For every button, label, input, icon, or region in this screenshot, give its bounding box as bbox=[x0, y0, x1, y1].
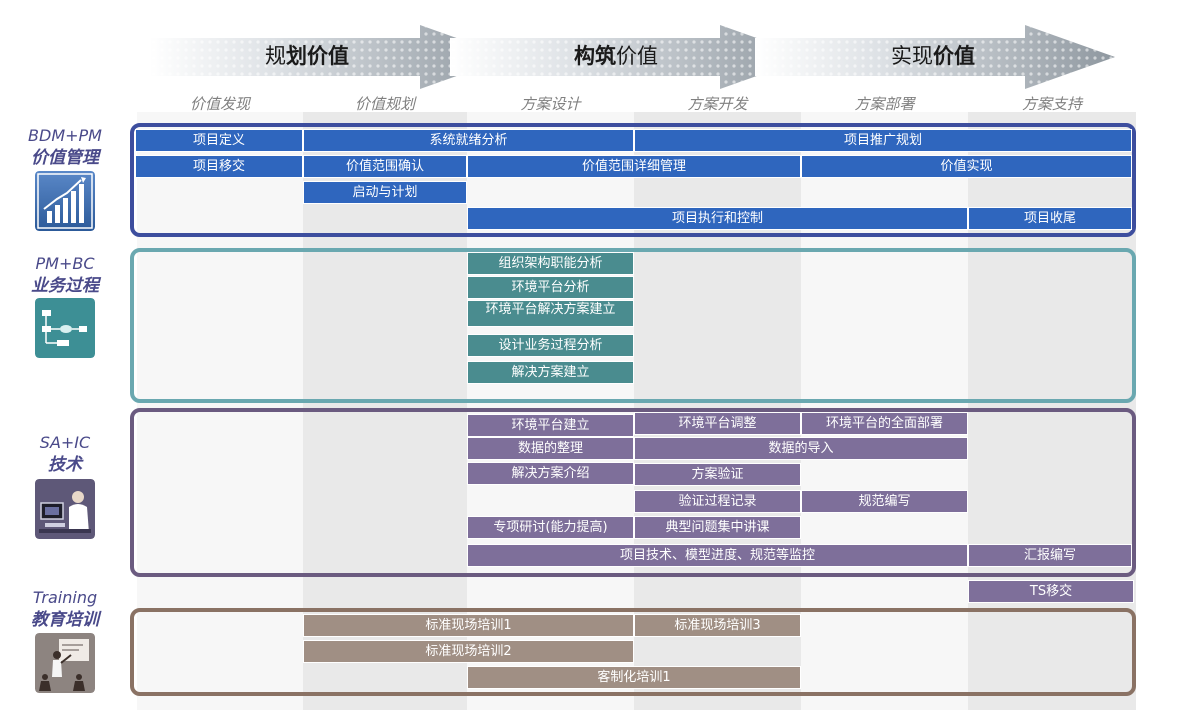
group-label-tr-line1: Training bbox=[32, 588, 98, 607]
flowchart-icon bbox=[35, 298, 95, 358]
bar-kickoff-plan: 启动与计划 bbox=[303, 181, 467, 204]
bar-typical-issues: 典型问题集中讲课 bbox=[634, 516, 801, 539]
step-label-2: 价值规划 bbox=[354, 95, 415, 113]
bar-promotion-plan: 项目推广规划 bbox=[634, 129, 1132, 152]
bar-report-writing: 汇报编写 bbox=[968, 544, 1132, 567]
phase-label-realize-c: 价值 bbox=[933, 44, 975, 68]
bar-value-scope-confirm: 价值范围确认 bbox=[303, 155, 467, 178]
bar-ts-handover: TS移交 bbox=[968, 580, 1134, 603]
group-label-sa-line2: 技术 bbox=[48, 455, 82, 475]
group-label-sa-line1: SA+IC bbox=[39, 433, 91, 452]
bar-tech-monitoring: 项目技术、模型进度、规范等监控 bbox=[467, 544, 968, 567]
group-frame-pm bbox=[130, 248, 1136, 403]
bar-env-deploy: 环境平台的全面部署 bbox=[801, 412, 968, 435]
step-label-6: 方案支持 bbox=[1021, 95, 1082, 113]
group-label-pm-line2: 业务过程 bbox=[31, 276, 99, 296]
bar-spec-writing: 规范编写 bbox=[801, 490, 968, 513]
phase-label-build-b: 构筑 bbox=[574, 44, 616, 68]
group-label-bdm: BDM+PM 价值管理 bbox=[10, 125, 120, 169]
bar-env-platform-analysis: 环境平台分析 bbox=[467, 276, 634, 299]
bar-env-build: 环境平台建立 bbox=[467, 414, 634, 437]
bar-chart-icon bbox=[35, 171, 95, 231]
group-label-tr: Training 教育培训 bbox=[10, 587, 120, 631]
group-label-tr-line2: 教育培训 bbox=[31, 610, 99, 630]
phase-label-plan-b: 划 bbox=[286, 44, 307, 68]
computer-user-icon bbox=[35, 479, 95, 539]
bar-verify-record: 验证过程记录 bbox=[634, 490, 801, 513]
bar-solution-intro: 解决方案介绍 bbox=[467, 462, 634, 485]
bar-data-import: 数据的导入 bbox=[634, 437, 968, 460]
phase-label-build: 构筑价值 bbox=[574, 40, 658, 70]
bar-standard-training-3: 标准现场培训3 bbox=[634, 614, 801, 637]
bar-env-platform-solution: 环境平台解决方案建立 bbox=[467, 300, 634, 327]
bar-project-definition: 项目定义 bbox=[135, 129, 303, 152]
phase-label-realize: 实现价值 bbox=[891, 40, 975, 70]
group-label-bdm-line1: BDM+PM bbox=[28, 126, 102, 145]
bar-project-closure: 项目收尾 bbox=[968, 207, 1132, 230]
bar-env-adjust: 环境平台调整 bbox=[634, 412, 801, 435]
step-label-4: 方案开发 bbox=[687, 95, 748, 113]
group-label-pm: PM+BC 业务过程 bbox=[10, 253, 120, 297]
group-label-bdm-line2: 价值管理 bbox=[31, 148, 99, 168]
bar-solution-build: 解决方案建立 bbox=[467, 361, 634, 384]
phase-label-plan-c: 价值 bbox=[307, 44, 349, 68]
step-label-5: 方案部署 bbox=[854, 95, 915, 113]
step-label-3: 方案设计 bbox=[520, 95, 581, 113]
bar-value-realization: 价值实现 bbox=[801, 155, 1132, 178]
bar-value-scope-detail: 价值范围详细管理 bbox=[467, 155, 801, 178]
phase-arrow-3 bbox=[755, 25, 1115, 89]
phase-arrow-1 bbox=[150, 25, 510, 89]
bar-execution-control: 项目执行和控制 bbox=[467, 207, 968, 230]
phase-label-realize-a: 实现 bbox=[891, 44, 933, 68]
bar-solution-verify: 方案验证 bbox=[634, 463, 801, 486]
phase-arrow-2 bbox=[450, 25, 810, 89]
bar-standard-training-2: 标准现场培训2 bbox=[303, 640, 634, 663]
group-label-sa: SA+IC 技术 bbox=[10, 432, 120, 476]
bar-system-readiness: 系统就绪分析 bbox=[303, 129, 634, 152]
bar-data-cleanup: 数据的整理 bbox=[467, 437, 634, 460]
presenter-icon bbox=[35, 633, 95, 693]
bar-org-analysis: 组织架构职能分析 bbox=[467, 252, 634, 275]
phase-label-build-c: 价值 bbox=[616, 44, 658, 68]
bar-custom-training-1: 客制化培训1 bbox=[467, 666, 801, 689]
group-frame-sa bbox=[130, 408, 1136, 577]
bar-business-process: 设计业务过程分析 bbox=[467, 334, 634, 357]
step-label-1: 价值发现 bbox=[189, 95, 250, 113]
phase-arrows bbox=[150, 25, 1115, 89]
group-label-pm-line1: PM+BC bbox=[35, 254, 95, 273]
group-frame-bdm bbox=[130, 123, 1136, 237]
bar-standard-training-1: 标准现场培训1 bbox=[303, 614, 634, 637]
group-frame-tr bbox=[130, 608, 1136, 696]
phase-label-plan: 规划价值 bbox=[265, 40, 349, 70]
phase-label-plan-a: 规 bbox=[265, 44, 286, 68]
bar-project-handover: 项目移交 bbox=[135, 155, 303, 178]
bar-special-seminar: 专项研讨(能力提高) bbox=[467, 516, 634, 539]
